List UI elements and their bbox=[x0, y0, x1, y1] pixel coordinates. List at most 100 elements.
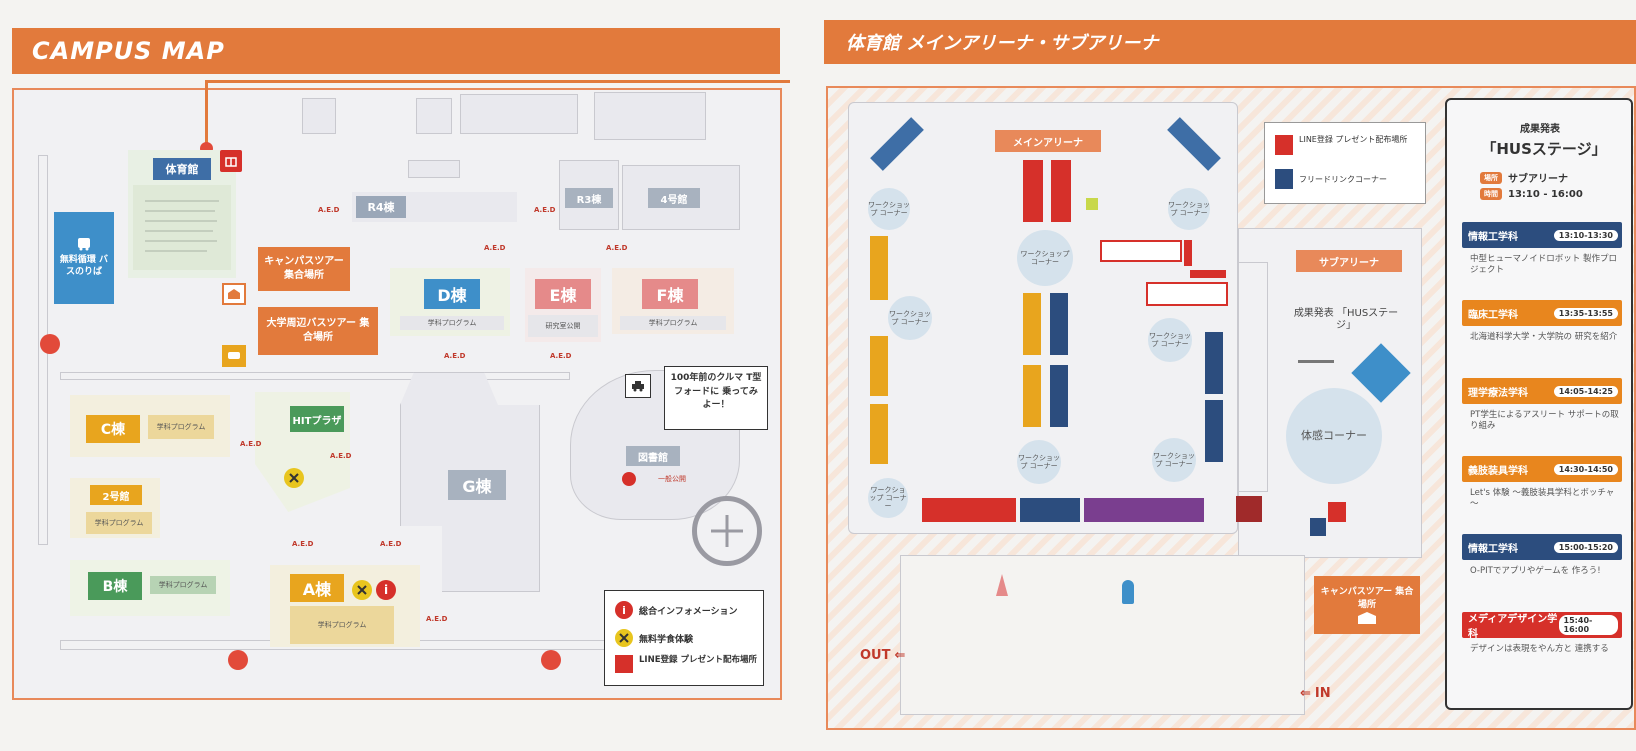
arena-right-wall bbox=[1238, 262, 1268, 492]
aed-mark: A.E.D bbox=[426, 615, 448, 623]
main-arena-label: メインアリーナ bbox=[995, 130, 1101, 152]
mid-bar-b2 bbox=[1050, 365, 1068, 427]
building-top-4 bbox=[594, 92, 706, 140]
gym-desc bbox=[133, 185, 231, 270]
building-4-label: 4号館 bbox=[648, 188, 700, 208]
stage-place: サブアリーナ bbox=[1508, 174, 1568, 185]
legend-cafeteria-label: 無料学食体験 bbox=[639, 635, 694, 645]
schedule-item-header: 情報工学科 13:10-13:30 bbox=[1462, 222, 1622, 248]
campus-map-header: CAMPUS MAP bbox=[12, 28, 780, 74]
hus-stage-inner: 成果発表 「HUSステージ」 bbox=[1293, 308, 1399, 331]
aed-mark: A.E.D bbox=[444, 352, 466, 360]
aed-mark: A.E.D bbox=[534, 206, 556, 214]
out-arrow-icon: ⇐ bbox=[894, 648, 906, 663]
gym-legend-drink-icon bbox=[1275, 169, 1293, 189]
aed-mark: A.E.D bbox=[240, 440, 262, 448]
annex-label: 2号館 bbox=[90, 485, 142, 505]
left-bar-2 bbox=[870, 336, 888, 396]
schedule-desc: O-PITでアプリやゲームを 作ろう! bbox=[1470, 566, 1601, 576]
workshop-circle: ワークショップ コーナー bbox=[1152, 438, 1196, 482]
compass-icon bbox=[692, 496, 762, 566]
building-top-2 bbox=[416, 98, 452, 134]
schedule-desc: デザインは表現をやん方と 連携する bbox=[1470, 644, 1609, 654]
car-note-callout: 100年前のクルマ T型フォードに 乗ってみよー！ bbox=[664, 366, 768, 430]
gym-label: 体育館 bbox=[153, 158, 211, 180]
building-top-5 bbox=[408, 160, 460, 178]
g-label: G棟 bbox=[448, 470, 506, 500]
aed-mark: A.E.D bbox=[318, 206, 340, 214]
c-label: C棟 bbox=[86, 415, 140, 443]
cafeteria-icon-hit bbox=[284, 468, 304, 488]
gym-title: 体育館 メインアリーナ・サブアリーナ bbox=[846, 33, 1159, 54]
header-connector-vert bbox=[205, 80, 208, 146]
stage-drink-icon bbox=[1310, 518, 1326, 536]
stage-subtitle: 成果発表 bbox=[1520, 124, 1560, 135]
schedule-item-header: 情報工学科 15:00-15:20 bbox=[1462, 534, 1622, 560]
schedule-dept: 情報工学科 bbox=[1468, 231, 1518, 243]
d-label: D棟 bbox=[424, 279, 480, 309]
stage-schedule-panel bbox=[1445, 98, 1633, 710]
b-label: B棟 bbox=[88, 572, 142, 600]
e-label: E棟 bbox=[535, 279, 591, 309]
aed-mark: A.E.D bbox=[292, 540, 314, 548]
r3-label: R3棟 bbox=[565, 188, 613, 208]
red-box-1 bbox=[1100, 240, 1182, 262]
e-desc: 研究室公開 bbox=[528, 315, 598, 337]
gym-legend: LINE登録 プレゼント配布場所 フリードリンクコーナー bbox=[1264, 122, 1426, 204]
building-top-3 bbox=[460, 94, 578, 134]
legend-line-label: LINE登録 プレゼント配布場所 bbox=[639, 655, 757, 665]
free-bus-stop-label: 無料循環 バスのりば bbox=[59, 255, 109, 277]
out-label: OUT ⇐ bbox=[860, 648, 905, 663]
dash-mark bbox=[1298, 360, 1334, 363]
place-tag: 場所 bbox=[1480, 171, 1502, 184]
stage-title: 「HUSステージ」 bbox=[1481, 140, 1607, 158]
schedule-dept: 臨床工学科 bbox=[1468, 309, 1518, 321]
left-bar-1 bbox=[870, 236, 888, 300]
schedule-time: 15:00-15:20 bbox=[1553, 541, 1618, 553]
left-bar-3 bbox=[870, 404, 888, 464]
bottom-strip-darkred bbox=[1236, 496, 1262, 522]
d-desc: 学科プログラム bbox=[400, 316, 504, 330]
bus-tour-meeting: 大学周辺バスツアー 集合場所 bbox=[258, 307, 378, 355]
schedule-dept: 情報工学科 bbox=[1468, 543, 1518, 555]
c-desc: 学科プログラム bbox=[148, 415, 214, 439]
schedule-desc: 北海道科学大学・大学院の 研究を紹介 bbox=[1470, 332, 1618, 342]
mid-bar-o1 bbox=[1023, 293, 1041, 355]
center-small-green bbox=[1086, 198, 1098, 210]
time-tag: 時間 bbox=[1480, 188, 1502, 200]
schedule-dept: 義肢装具学科 bbox=[1468, 465, 1528, 477]
campus-tour-icon bbox=[222, 283, 246, 305]
road-mid bbox=[60, 372, 570, 380]
gym-campus-tour: キャンパスツアー 集合場所 bbox=[1314, 576, 1420, 634]
aed-mark: A.E.D bbox=[484, 244, 506, 252]
f-desc: 学科プログラム bbox=[620, 316, 726, 330]
schedule-time: 13:10-13:30 bbox=[1553, 229, 1618, 241]
gym-campus-tour-label: キャンパスツアー 集合場所 bbox=[1320, 587, 1414, 610]
schedule-time: 14:30-14:50 bbox=[1553, 463, 1618, 475]
workshop-circle: ワークショップ コーナー bbox=[1148, 318, 1192, 362]
cafeteria-icon-a bbox=[352, 580, 372, 600]
center-bar-2 bbox=[1051, 160, 1071, 222]
stage-place-row: 場所 サブアリーナ bbox=[1480, 170, 1568, 185]
stage-time: 13:10 - 16:00 bbox=[1508, 188, 1583, 200]
in-text: IN bbox=[1314, 686, 1331, 701]
mid-bar-b1 bbox=[1050, 293, 1068, 355]
workshop-circle: ワークショップ コーナー bbox=[1017, 230, 1073, 286]
hit-plaza-label: HITプラザ bbox=[290, 406, 344, 432]
bottom-strip-red bbox=[922, 498, 1016, 522]
red-strip-2 bbox=[1190, 270, 1226, 278]
no-entry-icon-left bbox=[40, 334, 60, 354]
f-label: F棟 bbox=[642, 279, 698, 309]
center-bar-1 bbox=[1023, 160, 1043, 222]
bottom-strip-purple bbox=[1084, 498, 1204, 522]
stage-time-row: 時間 13:10 - 16:00 bbox=[1480, 188, 1583, 200]
right-bar-2 bbox=[1205, 400, 1223, 462]
toilet-icon-male bbox=[1122, 580, 1134, 604]
aed-mark: A.E.D bbox=[550, 352, 572, 360]
campus-tour-meeting: キャンパスツアー 集合場所 bbox=[258, 247, 350, 291]
no-entry-icon-bottom-2 bbox=[541, 650, 561, 670]
campus-legend: i 総合インフォメーション 無料学食体験 LINE登録 プレゼント配布場所 bbox=[604, 590, 764, 686]
schedule-time: 15:40-16:00 bbox=[1558, 615, 1618, 635]
